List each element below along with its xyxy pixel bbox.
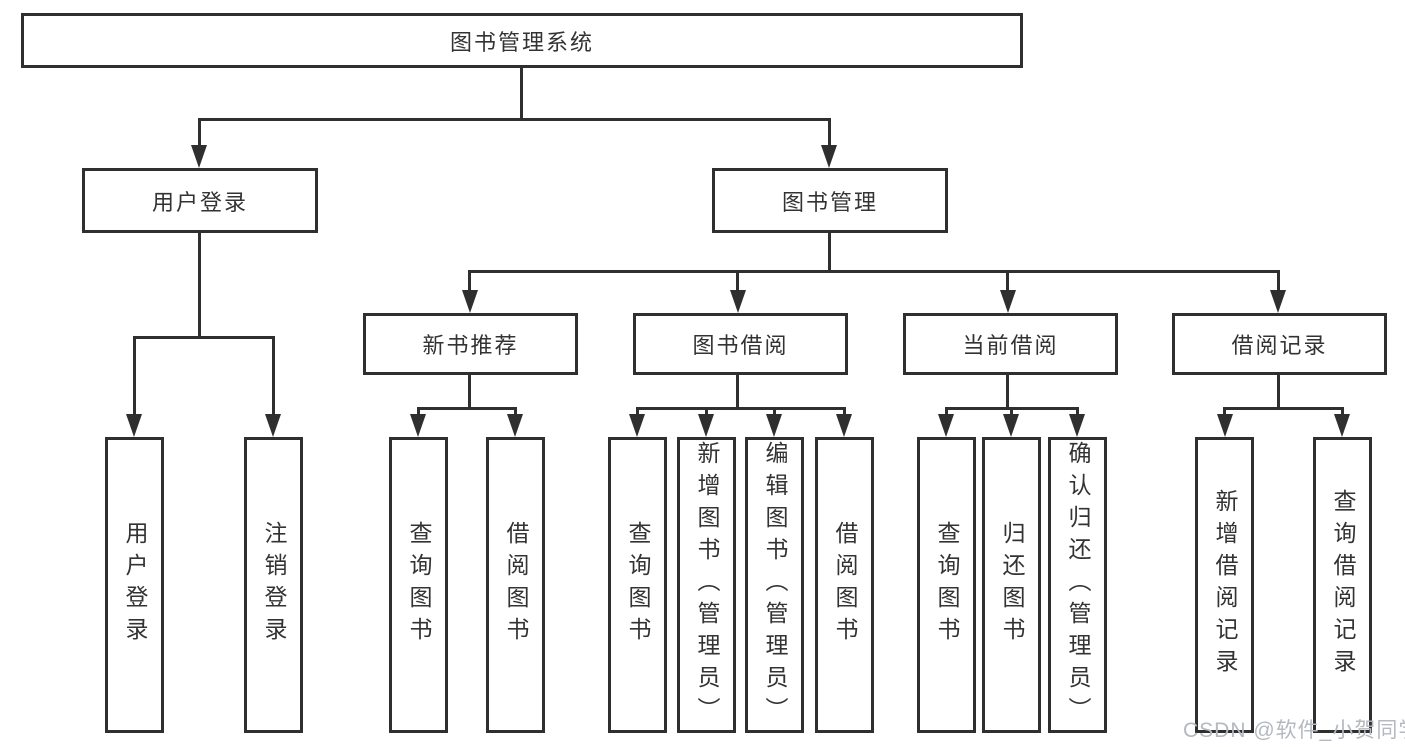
connector-line: [828, 118, 831, 148]
connector-line: [417, 407, 420, 420]
connector-line: [705, 407, 708, 420]
connector-line: [272, 336, 275, 418]
connector-line: [133, 336, 136, 418]
connector-line: [1224, 407, 1344, 410]
arrow-down-icon: [1217, 414, 1233, 437]
node-book-borrow: 图书借阅: [633, 313, 848, 375]
node-borrow-records: 借阅记录: [1172, 313, 1387, 375]
connector-line: [520, 68, 523, 118]
leaf-query-books-3: 查询图书: [917, 437, 976, 733]
leaf-edit-books-admin: 编辑图书（管理员）: [745, 437, 804, 733]
connector-line: [468, 375, 471, 407]
arrow-down-icon: [462, 290, 478, 313]
leaf-borrow-books-2: 借阅图书: [815, 437, 874, 733]
arrow-down-icon: [1270, 290, 1286, 313]
leaf-return-books: 归还图书: [982, 437, 1041, 733]
arrow-down-icon: [730, 290, 746, 313]
arrow-down-icon: [629, 414, 645, 437]
connector-line: [468, 270, 471, 295]
leaf-query-borrow-record: 查询借阅记录: [1313, 437, 1372, 733]
leaf-query-books-2: 查询图书: [608, 437, 667, 733]
arrow-down-icon: [1334, 414, 1350, 437]
connector-line: [636, 407, 639, 420]
connector-line: [736, 375, 739, 407]
connector-line: [1076, 407, 1079, 420]
connector-line: [945, 407, 948, 420]
connector-line: [1341, 407, 1344, 420]
connector-line: [1223, 407, 1226, 420]
arrow-down-icon: [507, 414, 523, 437]
node-new-book-recommend: 新书推荐: [363, 313, 578, 375]
arrow-down-icon: [821, 145, 837, 168]
leaf-confirm-return-admin: 确认归还（管理员）: [1048, 437, 1107, 733]
connector-line: [133, 336, 275, 339]
arrow-down-icon: [766, 414, 782, 437]
arrow-down-icon: [410, 414, 426, 437]
leaf-add-borrow-record: 新增借阅记录: [1195, 437, 1254, 733]
connector-line: [1006, 270, 1009, 295]
arrow-down-icon: [191, 145, 207, 168]
connector-line: [1277, 375, 1280, 407]
arrow-down-icon: [265, 414, 281, 437]
node-current-borrow: 当前借阅: [903, 313, 1118, 375]
csdn-watermark: CSDN @软件_小贺同学: [1183, 719, 1405, 742]
node-root-system: 图书管理系统: [21, 13, 1023, 68]
arrow-down-icon: [1069, 414, 1085, 437]
connector-line: [736, 270, 739, 295]
leaf-user-login: 用户登录: [105, 437, 164, 733]
arrow-down-icon: [1003, 414, 1019, 437]
connector-line: [773, 407, 776, 420]
connector-line: [417, 407, 517, 410]
leaf-borrow-books: 借阅图书: [486, 437, 545, 733]
node-book-management: 图书管理: [712, 168, 948, 233]
leaf-add-books-admin: 新增图书（管理员）: [677, 437, 736, 733]
node-user-login: 用户登录: [82, 168, 318, 233]
connector-line: [198, 118, 831, 121]
connector-line: [843, 407, 846, 420]
connector-line: [514, 407, 517, 420]
connector-line: [198, 233, 201, 336]
leaf-query-books: 查询图书: [389, 437, 448, 733]
connector-line: [1006, 375, 1009, 407]
arrow-down-icon: [698, 414, 714, 437]
arrow-down-icon: [1000, 290, 1016, 313]
connector-line: [1010, 407, 1013, 420]
connector-line: [1277, 270, 1280, 295]
connector-line: [637, 407, 846, 410]
leaf-logout: 注销登录: [244, 437, 303, 733]
arrow-down-icon: [836, 414, 852, 437]
connector-line: [470, 270, 1280, 273]
arrow-down-icon: [126, 414, 142, 437]
connector-line: [198, 118, 201, 148]
arrow-down-icon: [938, 414, 954, 437]
connector-line: [828, 233, 831, 270]
